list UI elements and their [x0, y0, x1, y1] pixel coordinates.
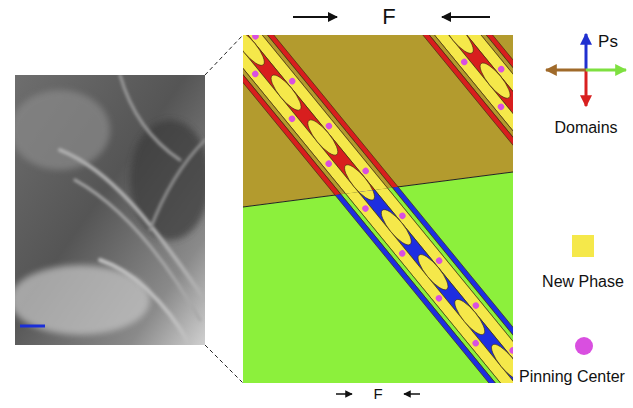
legend-swatch: [572, 235, 594, 257]
band-stripe: [243, 38, 513, 383]
pinning-center: [471, 301, 480, 310]
zoom-line: [205, 345, 243, 383]
pinning-center: [361, 166, 370, 175]
domain-diagram: [243, 35, 513, 383]
new-phase-lens: [512, 104, 513, 147]
twin-band: [243, 35, 513, 383]
pinning-center: [435, 256, 444, 265]
force-arrow: [336, 393, 352, 395]
band-stripe: [418, 35, 513, 161]
new-phase-lens: [340, 161, 379, 204]
pinning-center: [251, 35, 260, 41]
force-label: F: [382, 5, 395, 29]
force-arrow: [404, 393, 420, 395]
pinning-center: [398, 249, 407, 258]
new-phase-lens: [439, 35, 478, 57]
force-arrow: [293, 16, 337, 18]
legend-text: Domains: [554, 119, 617, 137]
twin-band: [243, 35, 513, 383]
pinning-center: [324, 159, 333, 168]
new-phase-lens: [450, 296, 489, 339]
pinning-center: [251, 69, 260, 78]
legend-text: New Phase: [542, 273, 624, 291]
micrograph: [15, 75, 205, 345]
new-phase-lens: [267, 71, 306, 114]
pinning-center: [398, 211, 407, 220]
new-phase-lens: [377, 206, 416, 249]
new-phase-lens: [243, 35, 269, 69]
pinning-center: [496, 102, 505, 111]
band-stripe: [418, 35, 513, 161]
band-stripe: [453, 35, 513, 133]
pinning-center: [288, 77, 297, 86]
pinning-center: [287, 114, 296, 123]
legend-swatch: [575, 337, 593, 355]
new-phase-lens: [243, 35, 269, 69]
new-phase-lens: [267, 71, 306, 114]
new-phase-lens: [487, 340, 513, 383]
zoom-line: [205, 35, 243, 75]
band-stripe: [422, 35, 513, 158]
band-stripe: [434, 35, 513, 149]
pinning-center: [251, 69, 260, 78]
band-stripe: [243, 35, 513, 383]
band-stripe: [445, 35, 513, 140]
band-stripe: [425, 35, 513, 155]
twin-band: [418, 35, 513, 161]
twin-band: [418, 35, 513, 161]
new-phase-lens: [303, 116, 342, 159]
legend-text: Pinning Center: [519, 368, 625, 386]
band-stripe: [243, 35, 513, 383]
pinning-center: [497, 65, 506, 74]
pinning-center: [434, 294, 443, 303]
pinning-center: [508, 346, 513, 355]
band-stripe: [243, 36, 513, 383]
new-phase-lens: [439, 35, 478, 57]
new-phase-lens: [512, 104, 513, 147]
new-phase-lens: [476, 59, 513, 102]
pinning-center: [460, 57, 469, 66]
pinning-center: [324, 159, 333, 168]
scale-bar: [20, 325, 45, 328]
pinning-center: [460, 57, 469, 66]
polarization-label: Ps: [598, 33, 618, 52]
band-stripe: [422, 35, 513, 158]
pinning-center: [471, 339, 480, 348]
force-arrow: [442, 16, 490, 18]
new-phase-lens: [476, 59, 513, 102]
new-phase-lens: [303, 116, 342, 159]
force-label: F: [373, 386, 382, 403]
pinning-center: [361, 166, 370, 175]
pinning-center: [251, 35, 260, 41]
band-stripe: [456, 35, 513, 130]
new-phase-lens: [414, 251, 453, 294]
pinning-center: [324, 122, 333, 131]
pinning-center: [287, 114, 296, 123]
pinning-center: [288, 77, 297, 86]
pinning-center: [497, 65, 506, 74]
band-stripe: [243, 35, 513, 383]
pinning-center: [324, 122, 333, 131]
pinning-center: [496, 102, 505, 111]
pinning-center: [361, 204, 370, 213]
